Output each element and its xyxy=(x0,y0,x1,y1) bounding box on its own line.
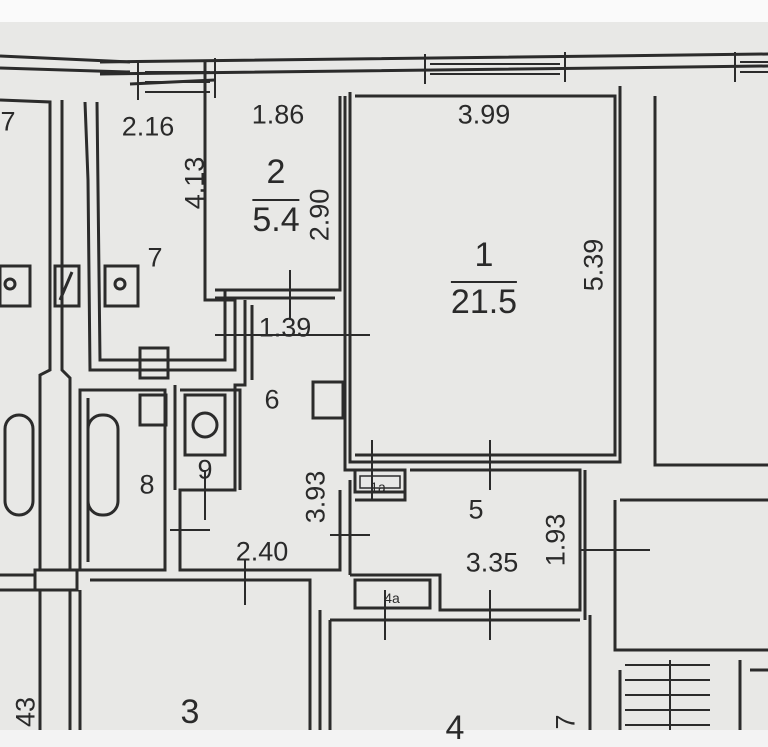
room5-number: 5 xyxy=(468,494,484,525)
room1-number: 1 xyxy=(474,236,494,274)
room1-area: 21.5 xyxy=(450,281,518,321)
room2-width-dimension: 1.86 xyxy=(251,99,305,130)
photo-top-border xyxy=(0,0,768,22)
room4-number: 4 xyxy=(445,709,465,747)
room6-length-dimension: 3.93 xyxy=(300,470,331,524)
room7-width-dimension: 2.16 xyxy=(121,111,175,142)
room6-width-dimension: 1.39 xyxy=(258,312,312,343)
hall-width-dimension: 2.40 xyxy=(235,536,289,567)
room1a-number: 1а xyxy=(370,479,386,495)
room1-width-dimension: 3.99 xyxy=(457,99,511,130)
room7-length-dimension: 4.13 xyxy=(179,156,210,210)
neighbor-dimension-left: 43 xyxy=(10,696,41,728)
room6-number: 6 xyxy=(264,384,280,415)
room5-length-dimension: 1.93 xyxy=(540,513,571,567)
room1-length-dimension: 5.39 xyxy=(578,238,609,292)
room4a-number: 4а xyxy=(384,590,400,606)
neighbor-dimension-right: 7 xyxy=(550,714,581,730)
room7-number: 7 xyxy=(147,242,163,273)
room9-number: 9 xyxy=(197,454,213,485)
neighbor-room-label: 7 xyxy=(0,106,16,137)
room5-width-dimension: 3.35 xyxy=(465,547,519,578)
room3-number: 3 xyxy=(180,693,200,731)
floor-plan-walls xyxy=(0,52,768,730)
room2-number: 2 xyxy=(266,153,286,191)
room8-number: 8 xyxy=(139,469,155,500)
room2-area: 5.4 xyxy=(252,199,300,239)
room2-length-dimension: 2.90 xyxy=(304,188,335,242)
